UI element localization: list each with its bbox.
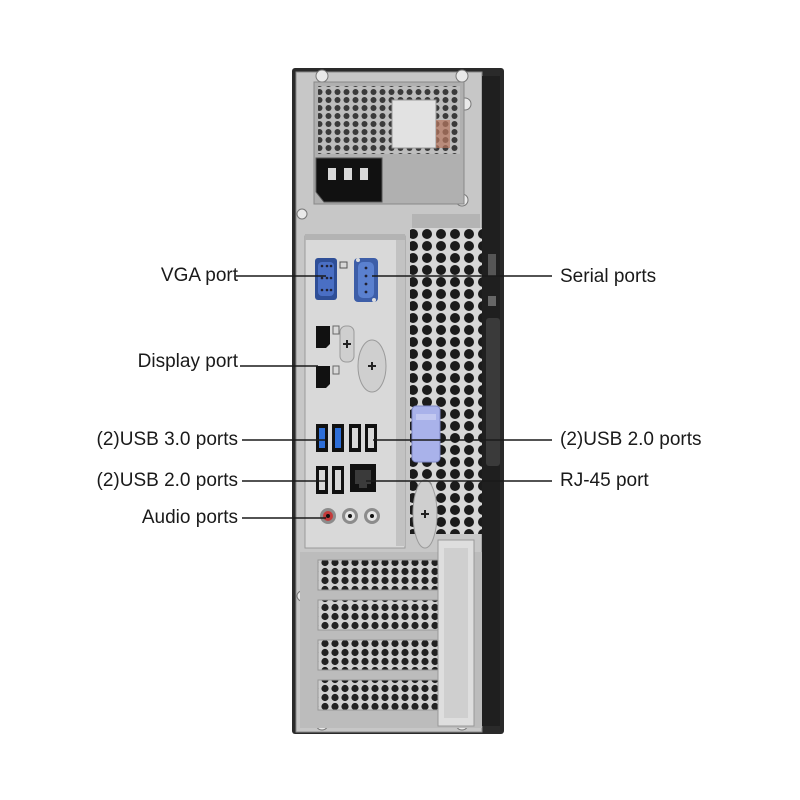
audio-ports-label: Audio ports	[141, 507, 238, 528]
leader-lines	[236, 275, 552, 519]
serial-port-icon	[354, 258, 378, 302]
usb3-port-icon	[316, 424, 344, 452]
rj45-port-label: RJ-45 port	[560, 470, 649, 491]
serial-ports-label: Serial ports	[560, 266, 657, 287]
usb2-port-left-icon	[316, 466, 344, 494]
power-socket-icon	[315, 157, 383, 203]
plus-marks	[343, 340, 429, 518]
usb2-ports-right-label: (2)USB 2.0 ports	[560, 429, 702, 450]
usb2-ports-left-label: (2)USB 2.0 ports	[96, 470, 239, 491]
display-port-label: Display port	[137, 351, 238, 372]
audio-jack-icon	[320, 508, 380, 524]
usb3-ports-label: (2)USB 3.0 ports	[96, 429, 239, 450]
vga-port-icon	[315, 258, 337, 300]
vga-port-label: VGA port	[160, 265, 238, 286]
display-port-icon	[316, 325, 340, 388]
monitor-icon	[339, 261, 348, 269]
expansion-slots	[300, 539, 482, 728]
rj45-port-icon	[350, 464, 376, 492]
case-latch-icon	[411, 405, 441, 463]
usb2-port-right-icon	[349, 424, 377, 452]
